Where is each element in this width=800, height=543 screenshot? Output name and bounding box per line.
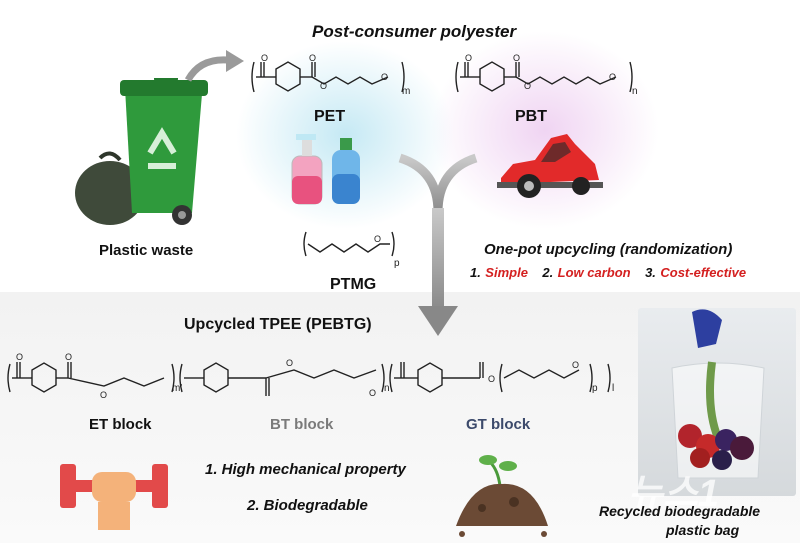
process-title: One-pot upcycling (randomization) <box>484 241 733 258</box>
pet-label: PET <box>314 108 346 125</box>
tpee-subscript-p: p <box>592 383 598 394</box>
feature-2-num: 2. <box>542 265 554 280</box>
down-arrow-icon <box>398 153 478 336</box>
svg-text:O: O <box>309 53 316 63</box>
property-1: 1. High mechanical property <box>205 461 406 478</box>
feature-2-text: Low carbon <box>557 265 631 280</box>
feature-3-text: Cost-effective <box>660 265 747 280</box>
dumbbell-icon <box>60 464 168 530</box>
svg-text:O: O <box>65 352 72 362</box>
tpee-structure: O O O O O O O <box>7 352 611 400</box>
gt-block-label: GT block <box>466 416 531 433</box>
page-title: Post-consumer polyester <box>312 22 517 41</box>
bag-label-line1: Recycled biodegradable <box>599 503 761 519</box>
svg-text:O: O <box>488 374 495 384</box>
curved-arrow-icon <box>184 50 244 82</box>
pet-structure: O O O O <box>251 53 405 93</box>
pbt-label: PBT <box>515 108 547 125</box>
soil-sprout-icon <box>456 455 548 537</box>
feature-1-text: Simple <box>485 265 528 280</box>
svg-text:O: O <box>369 388 376 398</box>
svg-text:O: O <box>465 53 472 63</box>
plastic-bag-photo <box>638 308 796 496</box>
pbt-subscript: n <box>632 86 638 97</box>
car-icon <box>497 134 603 198</box>
et-block-label: ET block <box>89 416 152 433</box>
svg-text:O: O <box>513 53 520 63</box>
product-title: Upcycled TPEE (PEBTG) <box>184 316 372 333</box>
svg-text:O: O <box>609 72 616 82</box>
tpee-subscript-n: n' <box>384 383 392 394</box>
ptmg-label: PTMG <box>330 276 377 293</box>
svg-text:O: O <box>16 352 23 362</box>
plastic-waste-label: Plastic waste <box>99 242 194 259</box>
feature-1-num: 1. <box>470 265 481 280</box>
feature-3-num: 3. <box>645 265 656 280</box>
svg-text:O: O <box>381 72 388 82</box>
bottles-icon <box>291 134 360 205</box>
svg-text:O: O <box>374 234 381 244</box>
svg-text:O: O <box>320 81 327 91</box>
bt-block-label: BT block <box>270 416 334 433</box>
ptmg-structure: O <box>303 231 395 257</box>
svg-text:O: O <box>100 390 107 400</box>
trash-bin-icon <box>75 78 208 225</box>
bag-label-line2: plastic bag <box>666 522 740 538</box>
process-features: 1. Simple 2. Low carbon 3. Cost-effectiv… <box>470 264 746 282</box>
svg-text:O: O <box>524 81 531 91</box>
svg-text:O: O <box>286 358 293 368</box>
tpee-subscript-l: l <box>612 383 615 394</box>
property-2: 2. Biodegradable <box>247 497 368 514</box>
pet-subscript: m <box>402 86 411 97</box>
svg-text:O: O <box>572 360 579 370</box>
svg-text:O: O <box>261 53 268 63</box>
pbt-structure: O O O O <box>455 53 633 93</box>
watermark: 뉴스1 <box>628 473 720 515</box>
ptmg-subscript: p <box>394 258 400 269</box>
tpee-subscript-m: m' <box>172 383 183 394</box>
